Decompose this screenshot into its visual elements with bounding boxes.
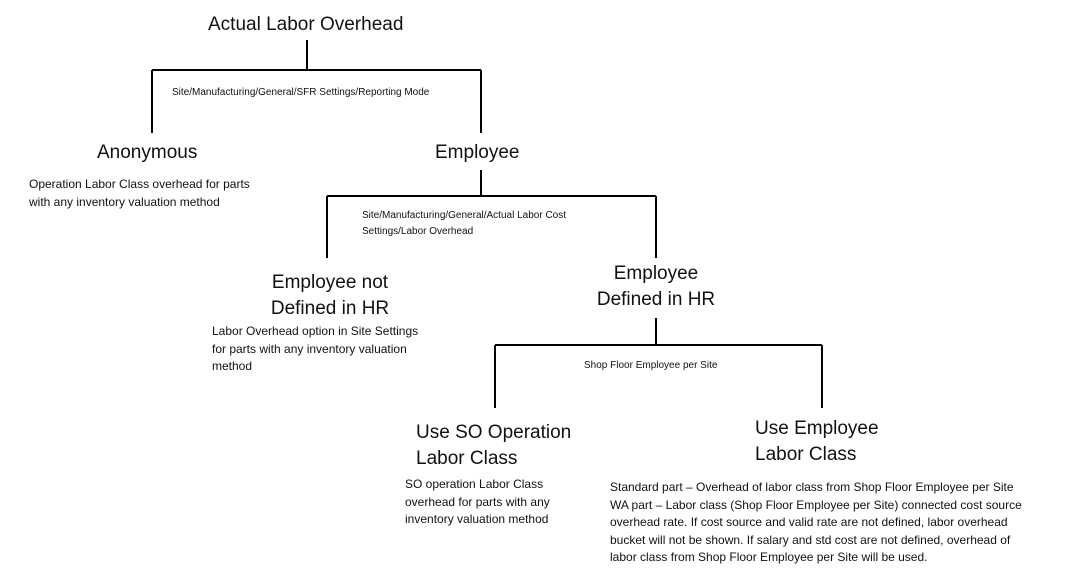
root-split-label: Site/Manufacturing/General/SFR Settings/… (172, 87, 430, 98)
hr-split-label: Shop Floor Employee per Site (584, 360, 718, 371)
employee-split-label-line: Settings/Labor Overhead (362, 226, 474, 237)
not-in-hr-description-line: Labor Overhead option in Site Settings (212, 324, 419, 338)
so-operation-title-line: Labor Class (416, 448, 518, 469)
use-employee-node-title: Use Employee Labor Class (755, 416, 879, 468)
employee-split-label: Site/Manufacturing/General/Actual Labor … (362, 208, 566, 240)
use-employee-description-line: WA part – Labor class (Shop Floor Employ… (610, 497, 1022, 512)
anonymous-node-title: Anonymous (97, 142, 198, 163)
use-employee-description-line: overhead rate. If cost source and valid … (610, 515, 1008, 529)
use-employee-title-line: Use Employee (755, 418, 879, 439)
use-employee-description-line: labor class from Shop Floor Employee per… (610, 550, 928, 564)
employee-node-title: Employee (435, 142, 520, 163)
not-in-hr-title-line: Employee not (271, 272, 389, 293)
so-operation-description: SO operation Labor Class overhead for pa… (405, 476, 550, 529)
so-operation-node-title: Use SO Operation Labor Class (416, 420, 571, 472)
not-in-hr-description-line: method (212, 359, 253, 373)
anonymous-description-line: with any inventory valuation method (29, 194, 220, 209)
so-operation-description-line: overhead for parts with any (405, 494, 550, 509)
so-operation-description-line: inventory valuation method (405, 512, 549, 526)
employee-split-label-line: Site/Manufacturing/General/Actual Labor … (362, 210, 566, 221)
in-hr-title-line: Defined in HR (596, 289, 716, 310)
use-employee-title-line: Labor Class (755, 444, 857, 465)
root-node-title: Actual Labor Overhead (208, 14, 404, 35)
so-operation-title-line: Use SO Operation (416, 422, 572, 443)
anonymous-description-line: Operation Labor Class overhead for parts (29, 177, 250, 191)
in-hr-title-line: Employee (613, 263, 699, 284)
not-in-hr-description: Labor Overhead option in Site Settings f… (212, 323, 418, 376)
anonymous-description: Operation Labor Class overhead for parts… (29, 176, 250, 211)
in-hr-node-title: Employee Defined in HR (594, 261, 718, 313)
not-in-hr-title-line: Defined in HR (270, 298, 390, 319)
so-operation-description-line: SO operation Labor Class (405, 477, 544, 491)
use-employee-description-line: Standard part – Overhead of labor class … (610, 480, 1014, 494)
use-employee-description-line: bucket will not be shown. If salary and … (610, 532, 1011, 547)
use-employee-description: Standard part – Overhead of labor class … (610, 479, 1022, 567)
not-in-hr-node-title: Employee not Defined in HR (269, 270, 391, 322)
not-in-hr-description-line: for parts with any inventory valuation (212, 341, 407, 356)
